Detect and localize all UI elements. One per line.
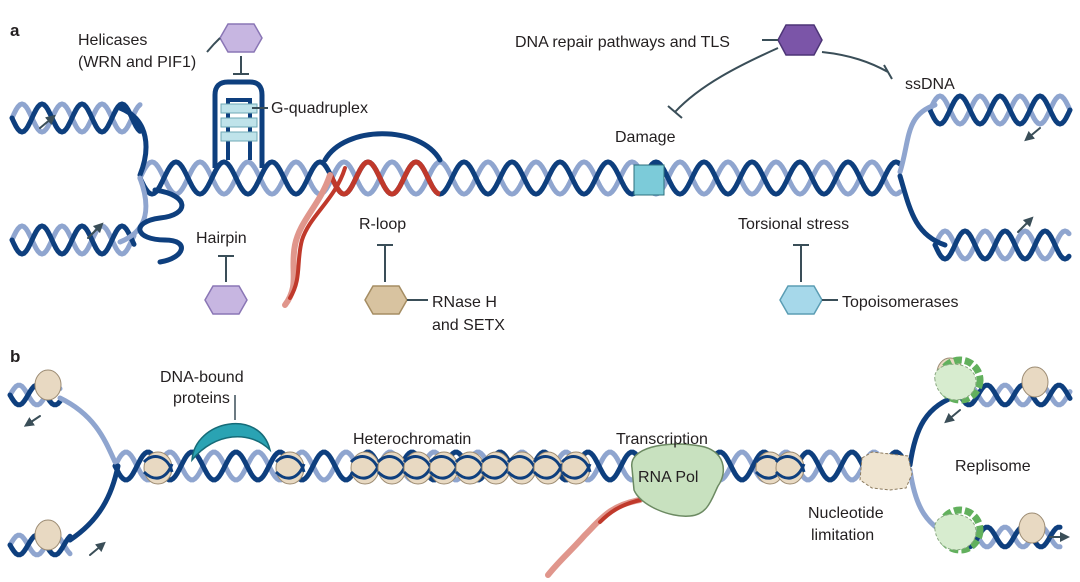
helicases-label: Helicases (78, 32, 147, 49)
nucleosomes (34, 357, 1049, 551)
rna-pol-label: RNA Pol (638, 469, 698, 486)
nucleosome-dna-wrap (560, 455, 592, 480)
helix-a-right-top (927, 93, 1073, 127)
damage-site-icon (633, 164, 665, 196)
dna-bound-label-2: proteins (173, 390, 230, 407)
inhibition-bar-icon (233, 56, 249, 75)
panel-a-left-fork (39, 105, 149, 245)
nucleotide-limitation-icon (859, 451, 913, 491)
rna-dna-hybrid (327, 159, 441, 197)
g-tetrad (220, 103, 258, 114)
ssdna-label: ssDNA (905, 76, 955, 93)
g-tetrad (220, 117, 258, 128)
helix-a-right-bottom (932, 228, 1072, 262)
helicase-hexagon-icon (219, 23, 263, 53)
panel-b-label: b (10, 347, 20, 366)
hairpin-label: Hairpin (196, 230, 247, 247)
g-quadruplex-label: G-quadruplex (271, 100, 368, 117)
nucleosome-icon (1018, 512, 1046, 544)
hairpin-helicase-hexagon-icon (204, 285, 248, 315)
damage-label: Damage (615, 129, 676, 146)
hairpin-structure (137, 187, 185, 265)
r-loop-structure (282, 131, 443, 308)
g-tetrad (220, 131, 258, 142)
topoisomerases-label: Topoisomerases (842, 294, 959, 311)
dna-repair-label: DNA repair pathways and TLS (515, 34, 730, 51)
fork-arrow-icon (87, 222, 104, 239)
fork-arrow-icon (1024, 127, 1041, 142)
rnase-hexagon-icon (364, 285, 408, 315)
fork-arrow-icon (39, 114, 56, 129)
inhibition-bar-icon (218, 255, 234, 282)
torsional-stress-label: Torsional stress (738, 216, 849, 233)
helix-a-left-bottom (9, 223, 137, 257)
nucleosome-icon (34, 519, 62, 551)
nucleotide-label: Nucleotide (808, 505, 884, 522)
nucleotide-label-2: limitation (811, 527, 874, 544)
rna-transcript (545, 497, 643, 578)
panel-a-right-fork (897, 102, 1041, 248)
inhibition-bar-icon (793, 244, 809, 282)
repair-hexagon-icon (777, 24, 823, 56)
replisome-top (934, 356, 984, 404)
heterochromatin-label: Heterochromatin (353, 431, 471, 448)
inhibition-bar-icon (377, 244, 393, 282)
transcription-label: Transcription (616, 431, 708, 448)
fork-arrow-icon (89, 541, 106, 556)
panel-b-left-fork (23, 395, 121, 556)
replisome-bottom (934, 506, 984, 554)
inhibition-lines (206, 37, 893, 301)
inhibition-bar-icon (821, 51, 893, 80)
fork-arrow-icon (1017, 216, 1034, 233)
replisome-label: Replisome (955, 458, 1031, 475)
fork-arrow-icon (944, 409, 961, 424)
rnase-label: RNase H (432, 294, 497, 311)
nucleosome-dna-wrap (774, 455, 806, 480)
dna-bound-label: DNA-bound (160, 369, 244, 386)
nucleosome-icon (1021, 366, 1049, 398)
panel-a-label: a (10, 21, 20, 40)
rnase-label-2: and SETX (432, 317, 505, 334)
fork-arrow-icon (23, 415, 41, 427)
nucleosome-dna-wrap (142, 455, 174, 480)
g-quadruplex-structure (212, 79, 265, 168)
rna-pol-icon (631, 443, 725, 517)
nucleosome-dna-wrap (274, 455, 306, 480)
inhibition-bar-icon (667, 47, 779, 119)
nucleosome-dna-wrap (532, 455, 564, 480)
helicases-label-2: (WRN and PIF1) (78, 54, 196, 71)
r-loop-label: R-loop (359, 216, 406, 233)
dna-bound-protein-icon (191, 423, 272, 463)
nucleosome-icon (34, 369, 62, 401)
helix-a-main (137, 159, 903, 197)
topoisomerase-hexagon-icon (779, 285, 823, 315)
